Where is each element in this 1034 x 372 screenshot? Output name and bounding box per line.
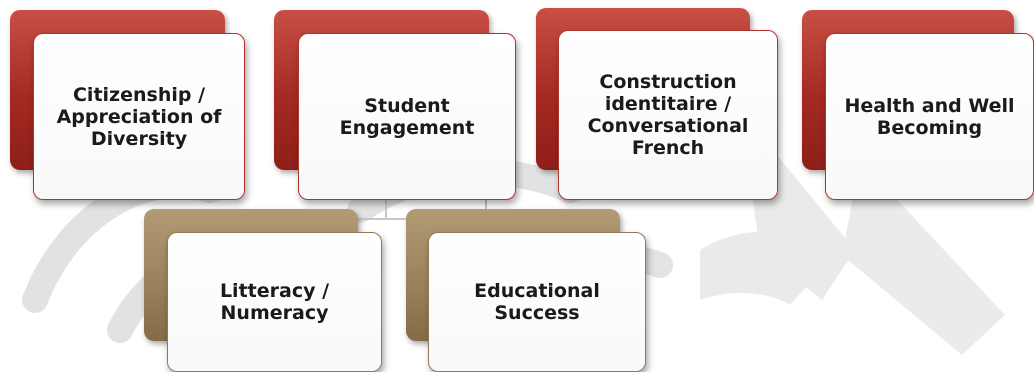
card-front: Citizenship / Appreciation of Diversity (33, 33, 245, 200)
card-citizenship: Citizenship / Appreciation of Diversity (10, 10, 245, 200)
card-litteracy-numeracy: Litteracy / Numeracy (144, 209, 382, 372)
card-student-engagement: Student Engagement (274, 10, 516, 200)
card-label-litteracy-numeracy: Litteracy / Numeracy (219, 280, 330, 324)
card-front: Litteracy / Numeracy (167, 232, 382, 372)
card-front: Student Engagement (298, 33, 516, 200)
card-front: Health and Well Becoming (825, 33, 1034, 200)
card-label-student-engagement: Student Engagement (339, 94, 475, 139)
card-label-construction-identitaire: Construction identitaire / Conversationa… (587, 71, 749, 159)
card-label-educational-success: Educational Success (474, 280, 600, 324)
card-health-well-becoming: Health and Well Becoming (802, 10, 1034, 200)
card-label-health-well-becoming: Health and Well Becoming (844, 94, 1015, 139)
card-educational-success: Educational Success (406, 209, 646, 372)
card-label-citizenship: Citizenship / Appreciation of Diversity (56, 83, 222, 150)
card-front: Construction identitaire / Conversationa… (558, 30, 778, 200)
card-front: Educational Success (428, 232, 646, 372)
card-construction-identitaire: Construction identitaire / Conversationa… (536, 8, 778, 200)
